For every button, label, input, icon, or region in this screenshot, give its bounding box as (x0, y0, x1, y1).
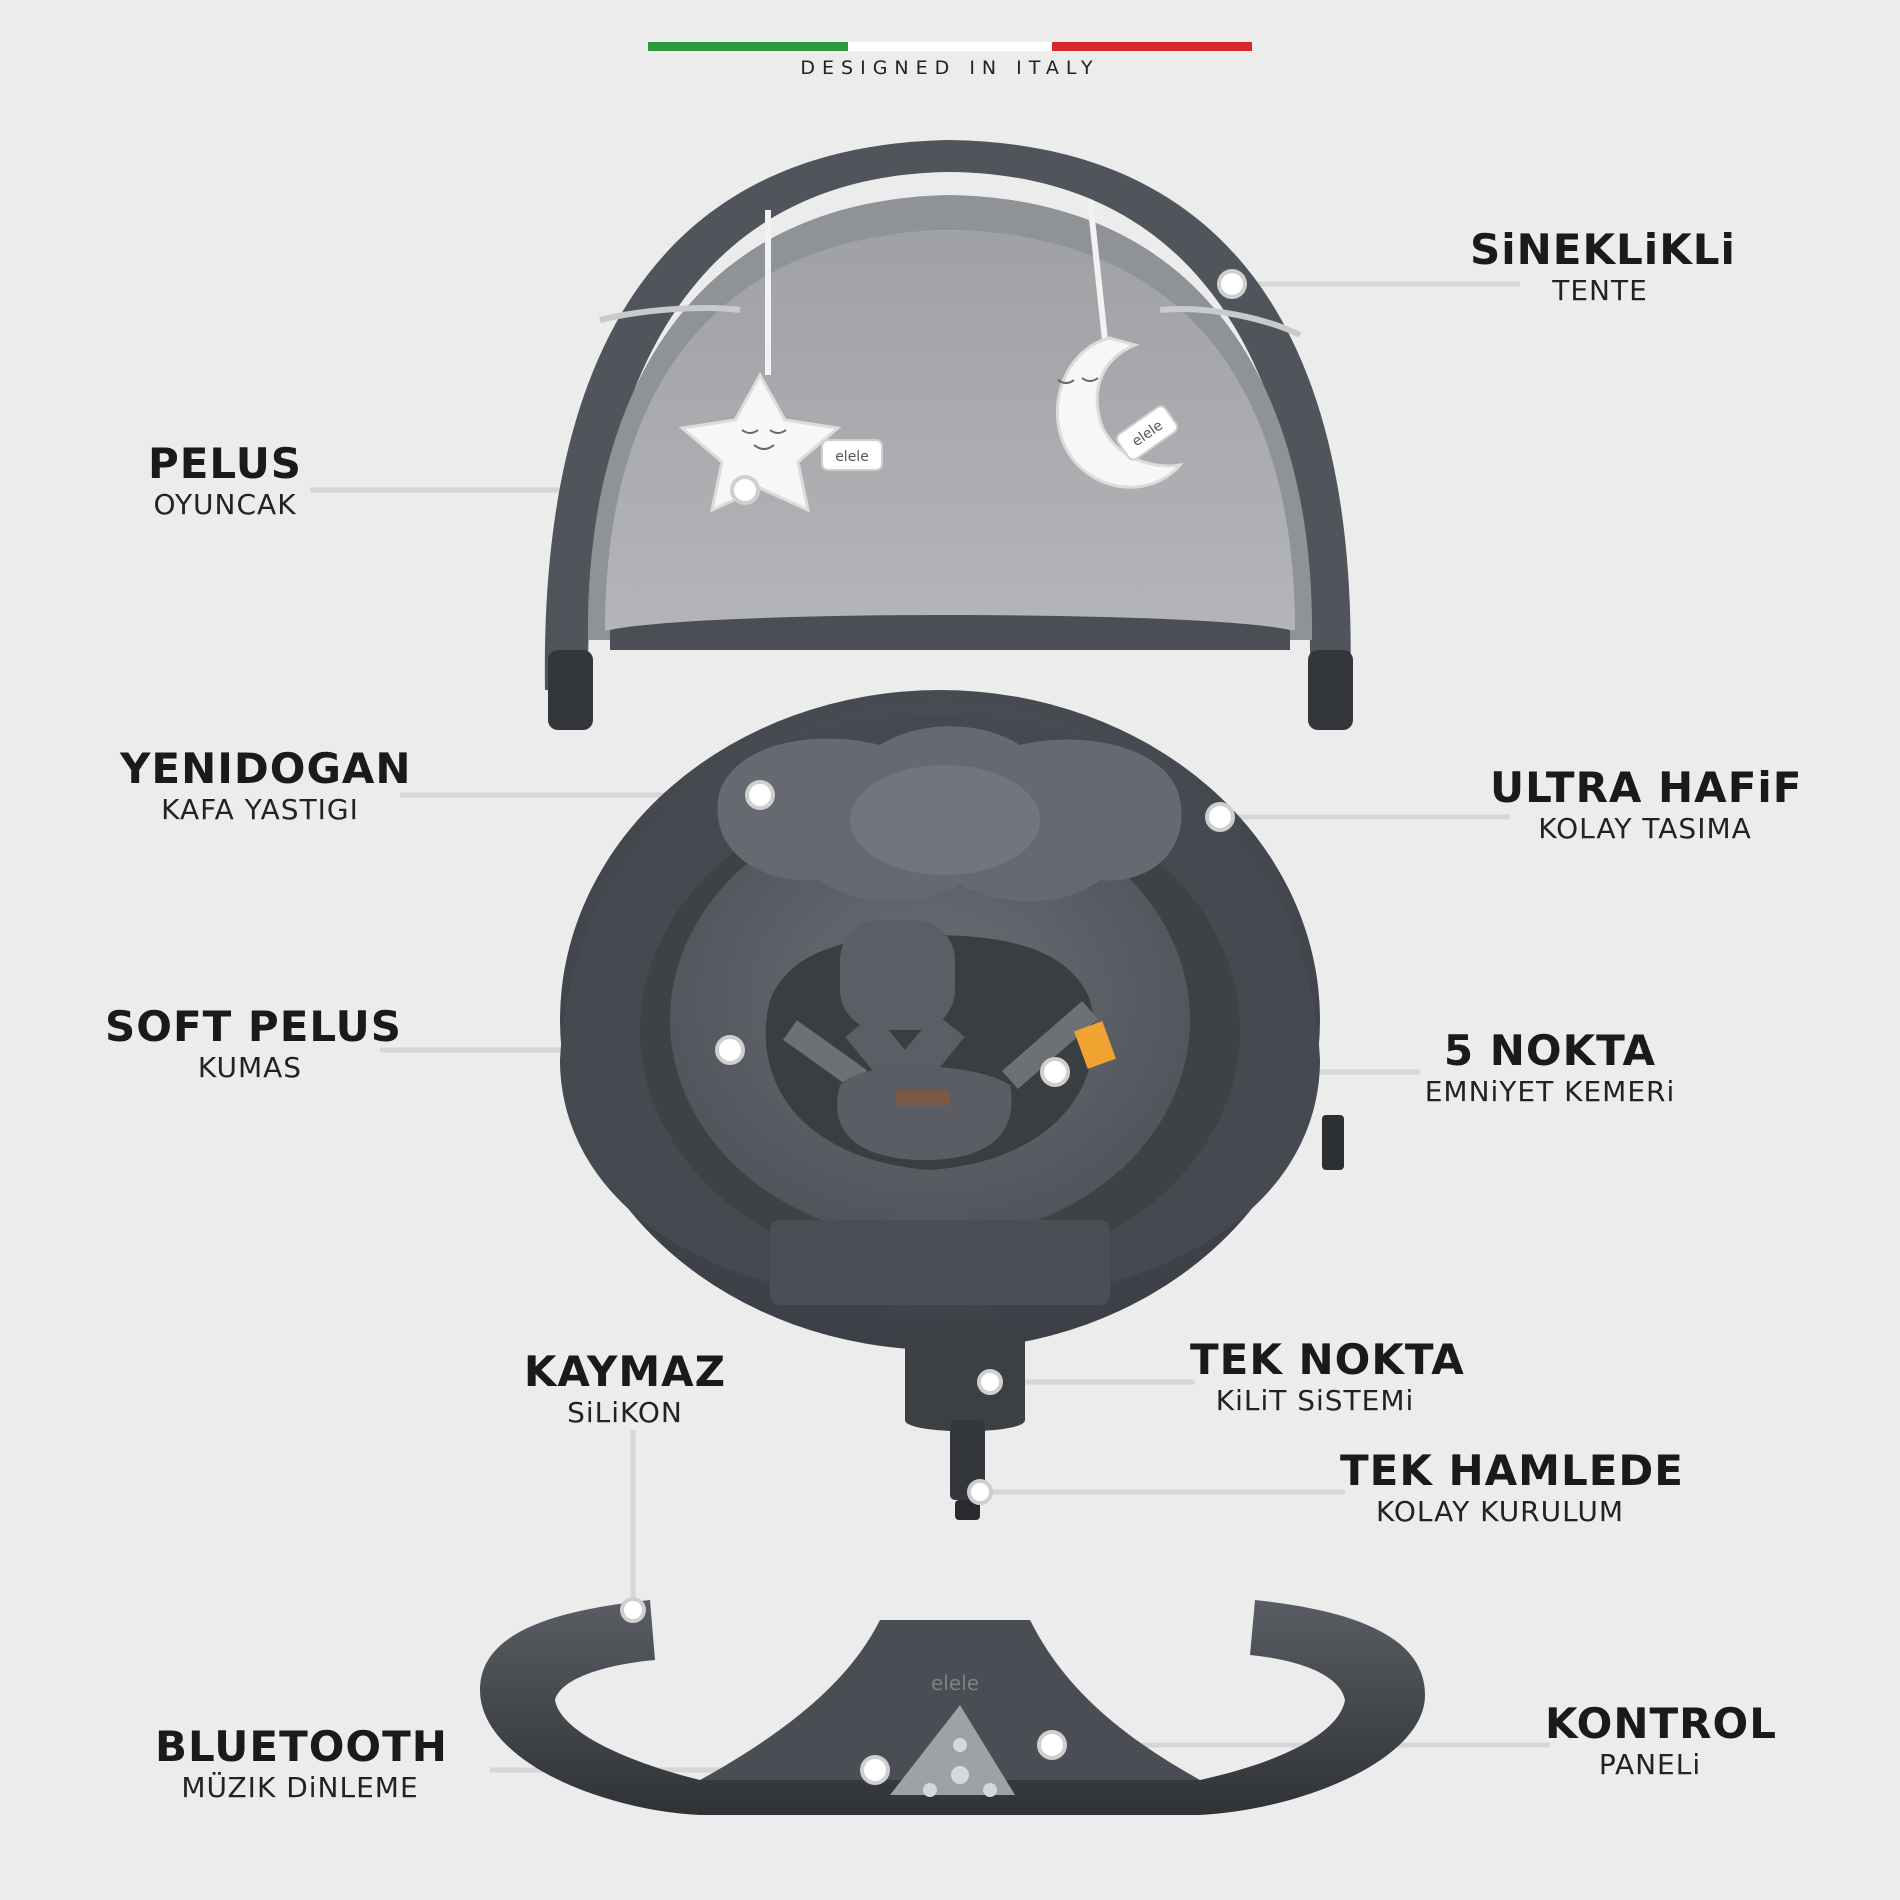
feature-lightweight-subtitle: KOLAY TASIMA (1538, 812, 1752, 845)
italy-flag-white (848, 42, 1052, 51)
italy-flag-green (648, 42, 848, 51)
feature-setup-title: TEK HAMLEDE (1340, 1446, 1684, 1495)
designed-in-italy-tagline: DESIGNED IN ITALY (800, 57, 1100, 79)
feature-canopy: SiNEKLiKLi TENTE (1470, 225, 1736, 308)
feature-control-panel-title: KONTROL (1545, 1699, 1777, 1748)
feature-lock: TEK NOKTA KiLiT SiSTEMi (1190, 1335, 1465, 1418)
feature-canopy-title: SiNEKLiKLi (1470, 225, 1736, 274)
feature-bluetooth-subtitle: MÜZIK DiNLEME (181, 1771, 419, 1804)
star-toy: elele (678, 371, 883, 513)
feature-silicone: KAYMAZ SiLiKON (520, 1348, 730, 1430)
feature-canopy-subtitle: TENTE (1552, 274, 1648, 307)
feature-head-pillow-title: YENIDOGAN (120, 744, 412, 793)
italy-flag-red (1052, 42, 1252, 51)
canopy (544, 140, 1353, 730)
stem (905, 1325, 1025, 1520)
feature-bluetooth: BLUETOOTH MÜZIK DiNLEME (155, 1722, 448, 1805)
moon-toy: elele (1055, 336, 1184, 489)
feature-plush-toy-subtitle: OYUNCAK (153, 488, 297, 521)
feature-silicone-title: KAYMAZ (523, 1347, 727, 1396)
feature-control-panel-subtitle: PANELi (1598, 1748, 1702, 1781)
feature-fabric-title: SOFT PELUS (105, 1002, 403, 1051)
feature-lightweight-title: ULTRA HAFiF (1490, 763, 1803, 812)
base-brand-logo: elele (931, 1671, 979, 1695)
feature-harness-subtitle: EMNiYET KEMERi (1424, 1075, 1676, 1108)
feature-plush-toy-title: PELUS (147, 439, 303, 488)
feature-harness: 5 NOKTA EMNiYET KEMERi (1410, 1027, 1690, 1109)
feature-setup-subtitle: KOLAY KURULUM (1375, 1495, 1624, 1528)
feature-head-pillow-subtitle: KAFA YASTIGI (161, 793, 359, 826)
feature-head-pillow: YENIDOGAN KAFA YASTIGI (120, 744, 412, 827)
base: elele (480, 1600, 1425, 1815)
feature-harness-title: 5 NOKTA (1443, 1026, 1657, 1075)
seat (560, 690, 1344, 1350)
feature-setup: TEK HAMLEDE KOLAY KURULUM (1340, 1446, 1684, 1529)
callout-dots (620, 269, 1247, 1785)
feature-silicone-subtitle: SiLiKON (567, 1396, 683, 1429)
feature-control-panel: KONTROL PANELi (1545, 1699, 1777, 1782)
feature-lock-title: TEK NOKTA (1190, 1335, 1465, 1384)
feature-fabric: SOFT PELUS KUMAS (105, 1002, 403, 1085)
feature-plush-toy: PELUS OYUNCAK (115, 440, 335, 522)
toy-brand-tag-1: elele (835, 449, 869, 465)
feature-fabric-subtitle: KUMAS (197, 1051, 303, 1084)
feature-lightweight: ULTRA HAFiF KOLAY TASIMA (1490, 763, 1803, 846)
feature-bluetooth-title: BLUETOOTH (155, 1722, 448, 1771)
feature-lock-subtitle: KiLiT SiSTEMi (1215, 1384, 1415, 1417)
